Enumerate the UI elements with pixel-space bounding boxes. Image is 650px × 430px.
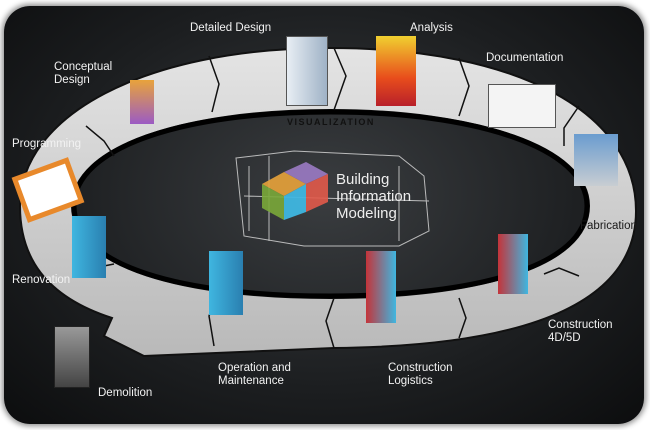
label-line: Maintenance (218, 375, 284, 387)
label-line: Conceptual (54, 61, 113, 73)
stage-label-analysis: Analysis (410, 22, 453, 34)
label-line: Construction (548, 319, 613, 331)
operation-building-icon (209, 251, 243, 315)
renovation-building-icon (72, 216, 106, 278)
center-title-line: Information (336, 188, 412, 205)
bim-lifecycle-diagram: VISUALIZATION Building Information Model… (4, 6, 644, 424)
conceptual-design-models-icon (130, 80, 154, 124)
stage-label-renovation: Renovation (12, 274, 71, 286)
label-line: Logistics (388, 375, 433, 387)
ring-segment-dividers (73, 47, 580, 349)
stage-label-detailed-design: Detailed Design (190, 22, 272, 34)
fabrication-machine-icon (574, 134, 618, 186)
construction-4d5d-building-icon (498, 234, 528, 294)
label-line: Design (54, 74, 90, 86)
bim-cube-logo-icon (262, 162, 328, 220)
visualization-label: VISUALIZATION (287, 117, 375, 127)
center-title-line: Building (336, 171, 390, 188)
stage-label-documentation: Documentation (486, 52, 564, 64)
stage-label-demolition: Demolition (98, 387, 153, 399)
label-line: 4D/5D (548, 332, 581, 344)
label-line: Operation and (218, 362, 291, 374)
analysis-building-icon (376, 36, 416, 106)
detailed-design-building-icon (286, 36, 328, 106)
documentation-drawing-icon (488, 84, 556, 128)
stage-label-fabrication: Fabrication (580, 220, 637, 232)
demolition-building-icon (54, 326, 90, 388)
center-title: Building Information Modeling (336, 171, 411, 222)
logistics-crane-building-icon (366, 251, 396, 323)
label-line: Construction (388, 362, 453, 374)
lifecycle-ring (18, 46, 638, 358)
ring-inner-edge (71, 109, 590, 299)
stage-label-programming: Programming (12, 138, 82, 150)
center-title-line: Modeling (336, 205, 397, 222)
